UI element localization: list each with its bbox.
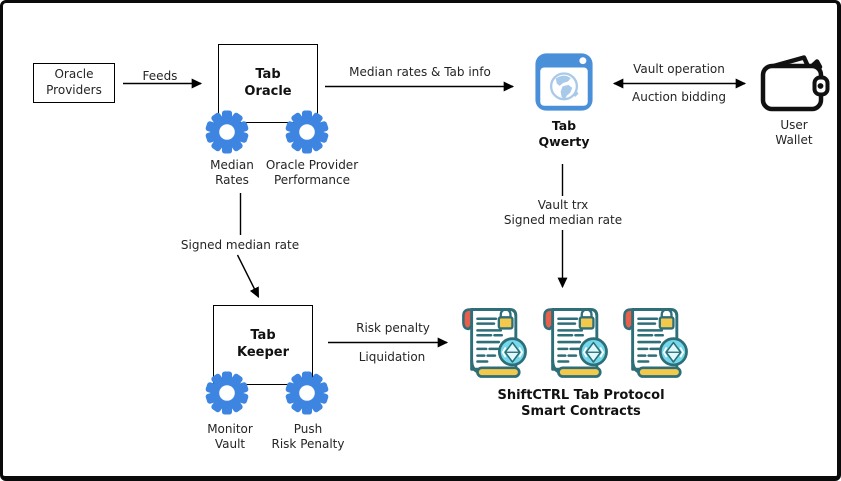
edge-label-feeds: Feeds <box>142 69 178 83</box>
node-oracle-providers: Oracle Providers <box>33 63 115 103</box>
edge-label-vault-operation: Vault operation <box>633 62 725 76</box>
gear-icon <box>205 110 249 154</box>
node-label-smart-contracts: ShiftCTRL Tab Protocol Smart Contracts <box>497 388 665 420</box>
node-tab-keeper-label2: Keeper <box>236 345 289 360</box>
edge-label-vault-trx-signed-median-rate: Vault trx Signed median rate <box>503 198 623 227</box>
node-tab-keeper-label: Tab <box>250 328 276 344</box>
contract-scroll-icon <box>540 306 608 382</box>
caption-oracle-provider-performance: Oracle Provider Performance <box>265 158 359 187</box>
edge-label-auction-bidding: Auction bidding <box>632 90 726 104</box>
caption-push-risk-penalty: Push Risk Penalty <box>271 422 345 451</box>
caption-monitor-vault: Monitor Vault <box>207 422 253 451</box>
edge-label-median-rates-tab-info: Median rates & Tab info <box>349 65 491 79</box>
gear-icon <box>205 371 249 415</box>
node-label-user-wallet: User Wallet <box>775 118 813 147</box>
caption-median-rates: Median Rates <box>210 158 254 187</box>
browser-globe-icon <box>533 51 595 113</box>
node-label-tab-qwerty: Tab Qwerty <box>538 118 590 149</box>
edge-label-liquidation: Liquidation <box>358 350 426 364</box>
edge-label-risk-penalty: Risk penalty <box>356 321 430 335</box>
wallet-icon <box>758 52 830 114</box>
contract-scroll-icon <box>620 306 688 382</box>
node-tab-oracle-label: Tab <box>255 66 281 82</box>
edge-oracle-to-keeper-arrow <box>236 254 260 298</box>
gear-icon <box>285 110 329 154</box>
node-tab-oracle-label2: Oracle <box>244 83 292 99</box>
node-oracle-providers-label2: Providers <box>46 83 102 97</box>
contract-scroll-icon <box>459 306 527 382</box>
node-tab-oracle: Tab Oracle <box>218 44 318 123</box>
gear-icon <box>285 371 329 415</box>
connector-arrows <box>123 78 747 348</box>
edge-label-signed-median-rate: Signed median rate <box>180 238 300 252</box>
node-oracle-providers-label: Oracle <box>54 67 94 82</box>
